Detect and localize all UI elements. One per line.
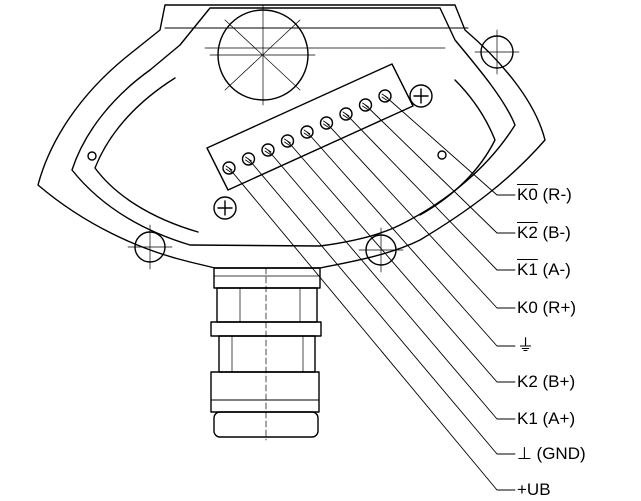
small-screw [437,150,447,160]
terminal-screw-left [213,196,237,220]
terminal-label-name: +UB [517,480,551,499]
leader-line [326,122,516,309]
terminal-label-name: ⊥ [517,444,532,463]
leader-line [345,113,516,271]
terminal-label: K2 (B+) [517,372,575,392]
terminal-label: K1 (A-) [517,260,571,280]
terminal-label-suffix: (A-) [537,260,571,279]
inner-edge [94,77,199,233]
terminal-label-suffix: (R-) [537,185,572,204]
terminal-label-name: K2 [517,223,538,242]
leader-line [365,104,516,234]
inner-edge [419,79,496,216]
small-screw [87,151,97,161]
terminal-label-suffix: (GND) [531,444,586,463]
terminal-label-name: K2 [517,372,538,391]
mounting-hole-top-right [474,29,520,75]
mounting-hole-right [358,227,404,273]
terminal-label: ⊥ (GND) [517,444,586,464]
terminal-screw [319,116,334,130]
terminal-block [206,63,414,191]
terminal-label-name: K1 [517,409,538,428]
terminal-label-suffix: (A+) [537,409,576,428]
terminal-label-name: ⏚ [517,336,534,355]
terminal-label-suffix: (B-) [537,223,571,242]
leader-line [287,140,516,383]
terminal-label-suffix: (B+) [537,372,576,391]
terminal-label-name: K1 [517,260,538,279]
mounting-hole-left [127,224,173,270]
terminal-label: K0 (R-) [517,185,572,205]
terminal-screw-right [409,84,433,108]
cable-gland [210,267,322,441]
leader-line [306,131,516,347]
terminal-label: K1 (A+) [517,409,575,429]
terminal-label-name: K0 [517,185,538,204]
housing-outline [37,4,546,269]
leader-lines [228,95,516,491]
leader-line [267,149,516,420]
leader-line [248,158,516,455]
inner-cover-outline [71,7,516,247]
terminal-label: K0 (R+) [517,298,576,318]
terminal-label: ⏚ [517,336,534,356]
leader-line [228,167,516,491]
terminal-label: K2 (B-) [517,223,571,243]
terminal-label-suffix: (R+) [537,298,577,317]
terminal-label: +UB [517,480,551,500]
boss-circle [209,4,316,106]
terminal-label-name: K0 [517,298,538,317]
leader-line [384,95,516,196]
